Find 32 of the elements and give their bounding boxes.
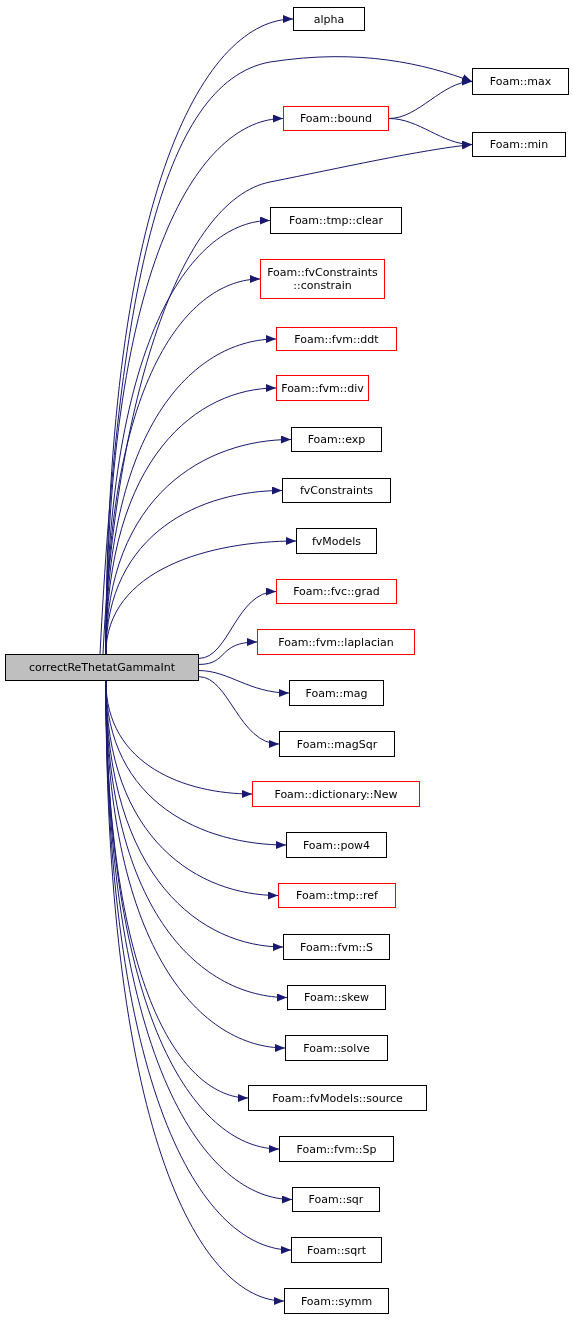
arrow — [198, 676, 280, 747]
called-function-box: fvConstraints — [282, 478, 391, 503]
arrow — [105, 537, 297, 655]
called-function-box: Foam::fvModels::source — [248, 1085, 427, 1111]
called-function-box: alpha — [293, 7, 365, 31]
called-function-box: Foam::min — [472, 132, 566, 157]
called-function-box: Foam::tmp::ref — [278, 883, 396, 908]
function-box: correctReThetatGammaInt — [5, 654, 199, 681]
called-function-box: Foam::fvConstraints ::constrain — [260, 259, 385, 299]
arrow — [198, 670, 290, 697]
called-function-box: Foam::bound — [283, 106, 389, 131]
called-function-box: Foam::fvm::laplacian — [257, 629, 415, 655]
called-function-box: Foam::fvm::S — [283, 934, 390, 960]
called-function-box: Foam::magSqr — [279, 731, 395, 757]
called-function-box: Foam::max — [472, 68, 569, 95]
called-function-box: Foam::skew — [287, 985, 386, 1010]
called-function-box: Foam::fvm::ddt — [276, 327, 397, 351]
called-function-box: Foam::sqr — [292, 1187, 380, 1212]
called-function-box: Foam::pow4 — [286, 832, 387, 858]
called-function-box: Foam::fvm::Sp — [279, 1136, 394, 1162]
called-function-box: Foam::dictionary::New — [252, 781, 420, 807]
arrow — [198, 638, 258, 665]
called-function-box: Foam::exp — [291, 427, 382, 452]
called-function-box: Foam::sqrt — [291, 1237, 382, 1263]
called-function-box: fvModels — [296, 528, 377, 554]
called-function-box: Foam::mag — [289, 680, 384, 706]
called-function-box: Foam::fvc::grad — [276, 579, 397, 604]
called-function-box: Foam::tmp::clear — [270, 207, 402, 234]
called-function-box: Foam::symm — [284, 1288, 389, 1314]
arrow — [198, 588, 277, 659]
called-function-box: Foam::solve — [285, 1035, 388, 1061]
called-function-box: Foam::fvm::div — [276, 375, 369, 401]
